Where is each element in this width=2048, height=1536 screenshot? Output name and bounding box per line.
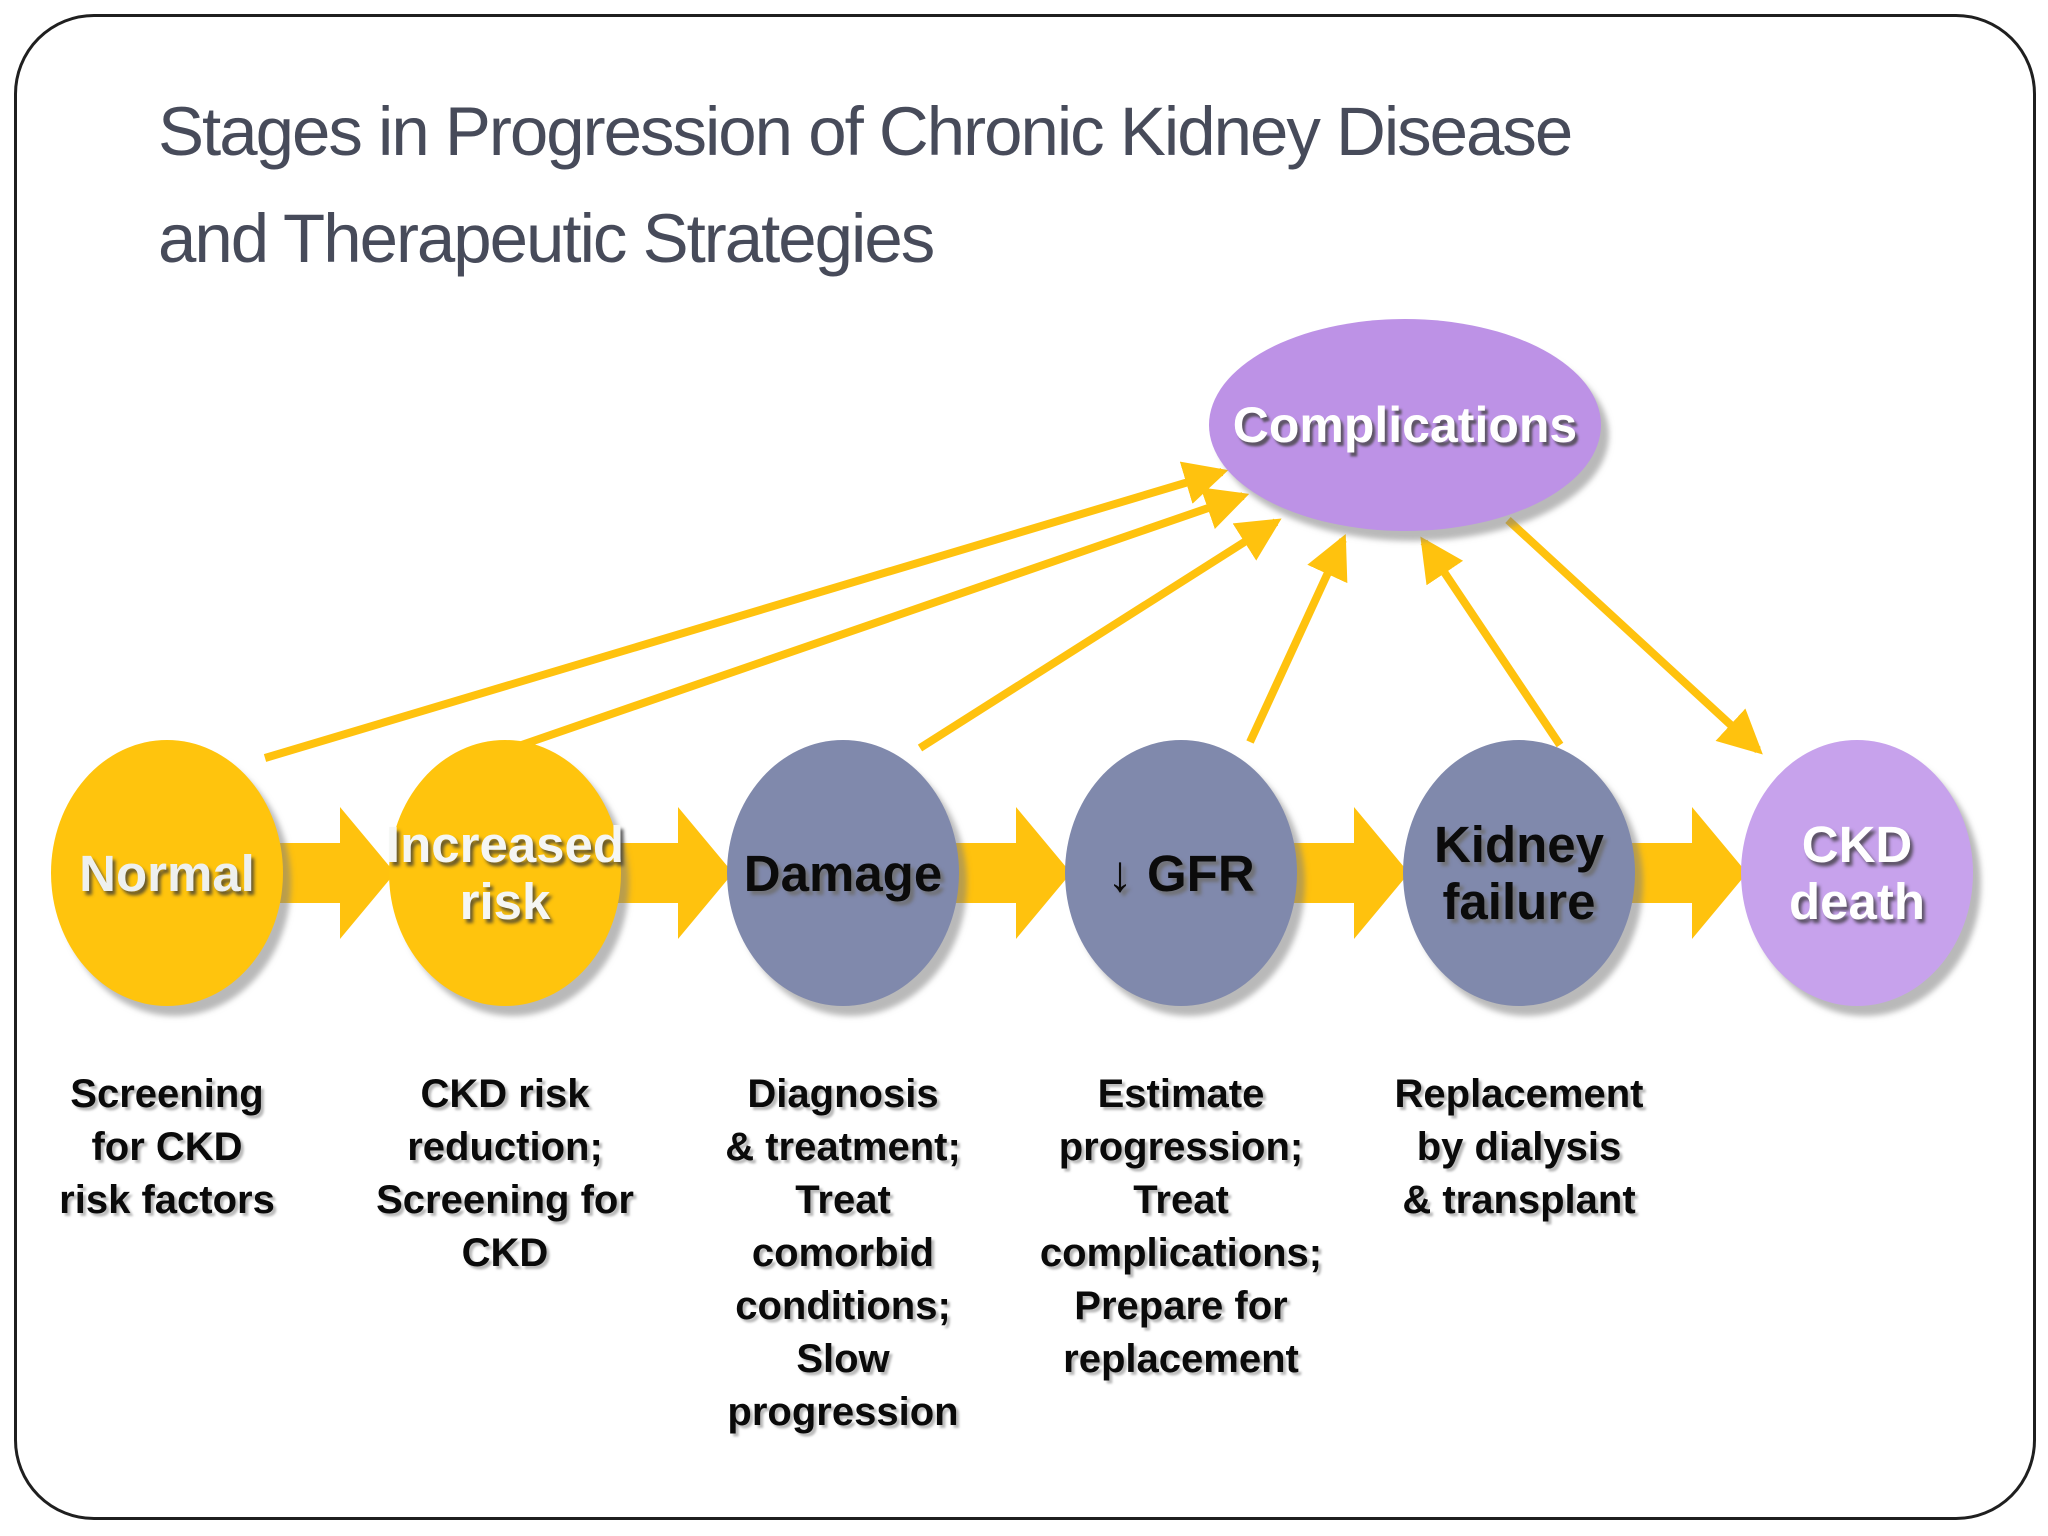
- strategy-normal: Screening for CKD risk factors: [59, 1072, 275, 1222]
- flow-arrow-damage-to-gfr: [948, 807, 1071, 939]
- stage-damage: Damage: [727, 740, 959, 1006]
- stage-ckd-death-label: CKD death: [1788, 816, 1926, 930]
- stage-ckd-death: CKD death: [1741, 740, 1973, 1006]
- stage-normal: Normal: [51, 740, 283, 1006]
- arrow-increased-risk-to-complications: [453, 487, 1250, 772]
- arrow-normal-to-complications: [263, 461, 1229, 762]
- page-title: Stages in Progression of Chronic Kidney …: [158, 93, 1573, 277]
- strategy-kidney-failure: Replacement by dialysis & transplant: [1394, 1072, 1644, 1222]
- strategy-increased-risk: CKD risk reduction; Screening for CKD: [376, 1072, 634, 1275]
- stage-gfr-label: ↓ GFR: [1107, 844, 1255, 902]
- flow-arrow-normal-to-increased-risk: [272, 807, 395, 939]
- arrow-kidney-failure-to-complications: [1420, 536, 1564, 748]
- flow-arrow-gfr-to-kidney-failure: [1286, 807, 1409, 939]
- stage-increased-risk-label: Increased risk: [385, 816, 625, 930]
- stage-kidney-failure: Kidney failure: [1403, 740, 1635, 1006]
- complications-ellipse: Complications: [1209, 319, 1601, 531]
- stage-gfr: ↓ GFR: [1065, 740, 1297, 1006]
- strategy-gfr: Estimate progression; Treat complication…: [1039, 1072, 1323, 1381]
- arrow-complications-to-ckd-death: [1505, 517, 1763, 755]
- stage-damage-label: Damage: [743, 844, 943, 902]
- stage-increased-risk: Increased risk: [385, 740, 625, 1006]
- flow-arrow-increased-risk-to-damage: [610, 807, 733, 939]
- arrow-damage-to-complications: [917, 518, 1282, 752]
- complications-label: Complications: [1232, 397, 1578, 453]
- slide-border: [14, 14, 2036, 1520]
- stage-kidney-failure-label: Kidney failure: [1433, 816, 1605, 930]
- stage-normal-label: Normal: [79, 844, 255, 902]
- strategy-damage: Diagnosis & treatment; Treat comorbid co…: [725, 1072, 961, 1434]
- flow-arrow-kidney-failure-to-ckd-death: [1624, 807, 1747, 939]
- arrow-gfr-to-complications: [1246, 534, 1348, 744]
